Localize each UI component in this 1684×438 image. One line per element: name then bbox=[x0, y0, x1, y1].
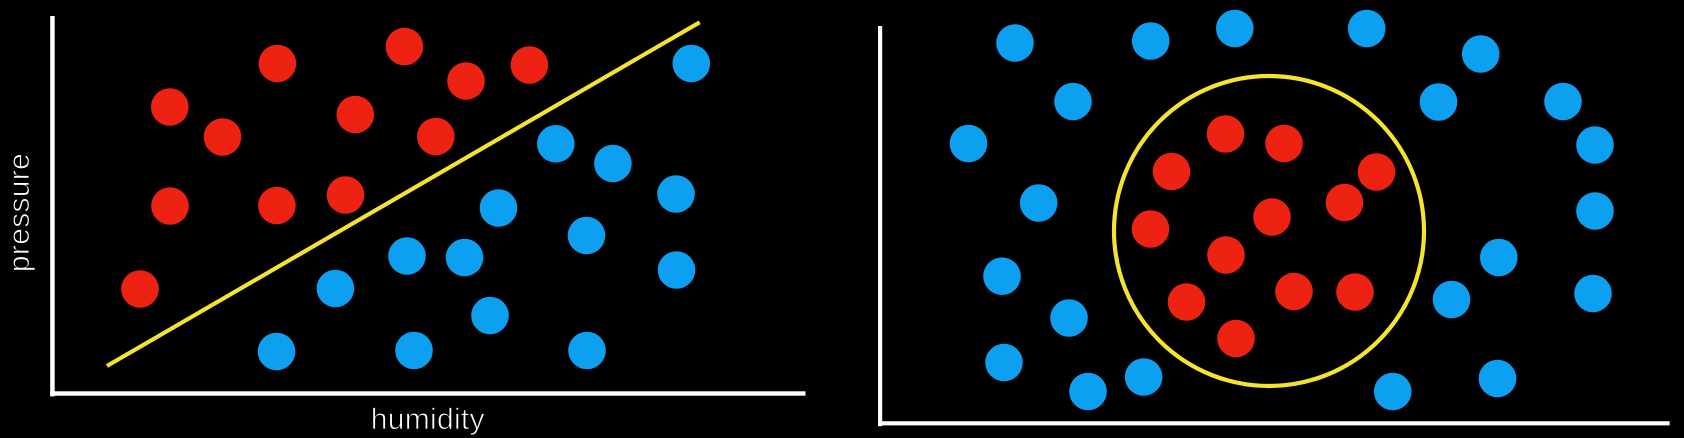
svg-text:pressure: pressure bbox=[3, 153, 36, 272]
svg-text:humidity: humidity bbox=[371, 403, 485, 436]
